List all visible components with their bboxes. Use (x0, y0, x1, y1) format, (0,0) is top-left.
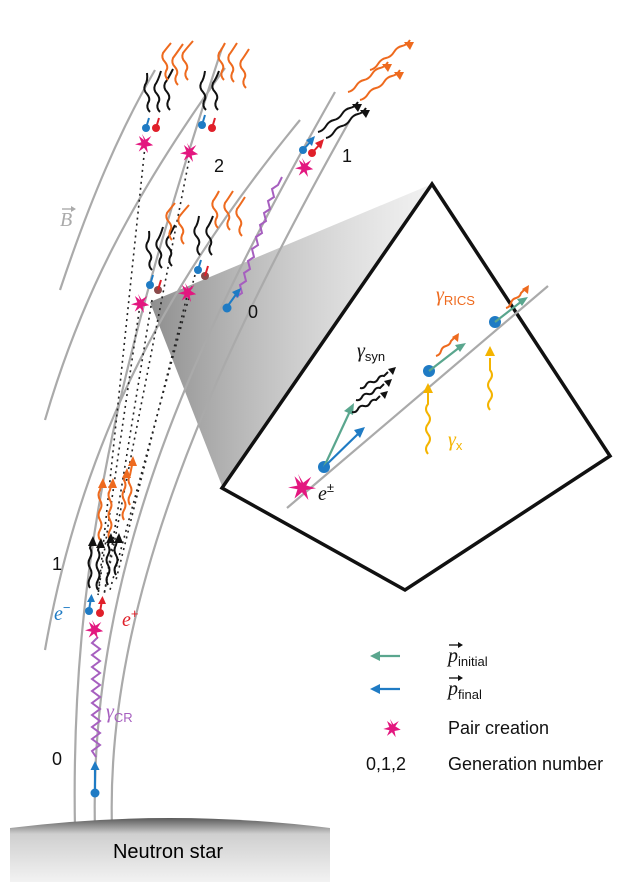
pair-star (288, 474, 316, 500)
field-vector-arrow (62, 206, 76, 212)
svg-text:pfinal: pfinal (446, 678, 482, 702)
pair-star (180, 143, 199, 162)
legend: pinitial pfinal Pair creation 0,1,2 Gene… (366, 642, 603, 774)
field-line (43, 119, 301, 651)
generation-label-0-mid: 0 (248, 302, 258, 322)
generation-label-2: 2 (214, 156, 224, 176)
generation-label-1-left: 1 (52, 554, 62, 574)
pair-star (85, 620, 104, 639)
svg-text:0,1,2: 0,1,2 (366, 754, 406, 774)
legend-generation: 0,1,2 Generation number (366, 754, 603, 774)
field-line (43, 67, 226, 421)
gamma-cr-photon-upper (235, 176, 283, 298)
pair-star-icon (383, 719, 401, 738)
svg-text:Generation number: Generation number (448, 754, 603, 774)
gamma-cr-photon (90, 636, 102, 758)
gen0-mid-particle (222, 288, 241, 313)
legend-final-momentum: pfinal (370, 675, 482, 702)
neutron-star-surface (10, 818, 330, 882)
curvature-photons (90, 176, 283, 758)
generation-label-0-bottom: 0 (52, 749, 62, 769)
svg-text:Pair creation: Pair creation (448, 718, 549, 738)
pair-star (295, 158, 314, 177)
gen1-right-arrowheads (352, 42, 414, 118)
gamma-x-label: γx (448, 429, 463, 453)
field-line (73, 47, 224, 831)
lower-photon-arrowheads (88, 456, 137, 548)
field-lines (43, 47, 351, 831)
gamma-cr-label: γCR (106, 701, 133, 725)
neutron-star-label: Neutron star (113, 841, 223, 863)
legend-initial-momentum: pinitial (370, 642, 488, 669)
primary-particle (90, 761, 100, 798)
field-line (93, 91, 336, 831)
gen2-photon-bundles (143, 40, 250, 271)
field-line (110, 119, 351, 829)
gen1-right-photons (317, 39, 411, 139)
field-symbol-label: B (60, 209, 72, 231)
gen1-bottom-pair (85, 594, 106, 639)
neutron-star: Neutron star (10, 818, 330, 882)
gen1-right-pair (295, 136, 324, 177)
legend-pair-creation: Pair creation (383, 718, 549, 738)
zoom-inset-box (219, 180, 613, 593)
gamma-rics-label: γRICS (436, 284, 475, 308)
pair-star (131, 294, 150, 313)
generation-label-1-right: 1 (342, 146, 352, 166)
pair-star (178, 283, 197, 302)
svg-text:pinitial: pinitial (446, 645, 488, 669)
gen2-pairs (131, 114, 216, 313)
field-line (58, 69, 156, 291)
dotted-lines (97, 145, 196, 596)
positron-label: e+ (122, 606, 138, 631)
pair-label: e± (318, 480, 334, 505)
gamma-syn-label: γsyn (357, 340, 385, 364)
zoom-inset: γsyn γRICS γx e± (219, 180, 613, 593)
electron-label: e− (54, 600, 70, 625)
zoom-cone (150, 184, 432, 486)
lower-photon-bundle (87, 464, 133, 591)
pair-star (135, 134, 154, 153)
